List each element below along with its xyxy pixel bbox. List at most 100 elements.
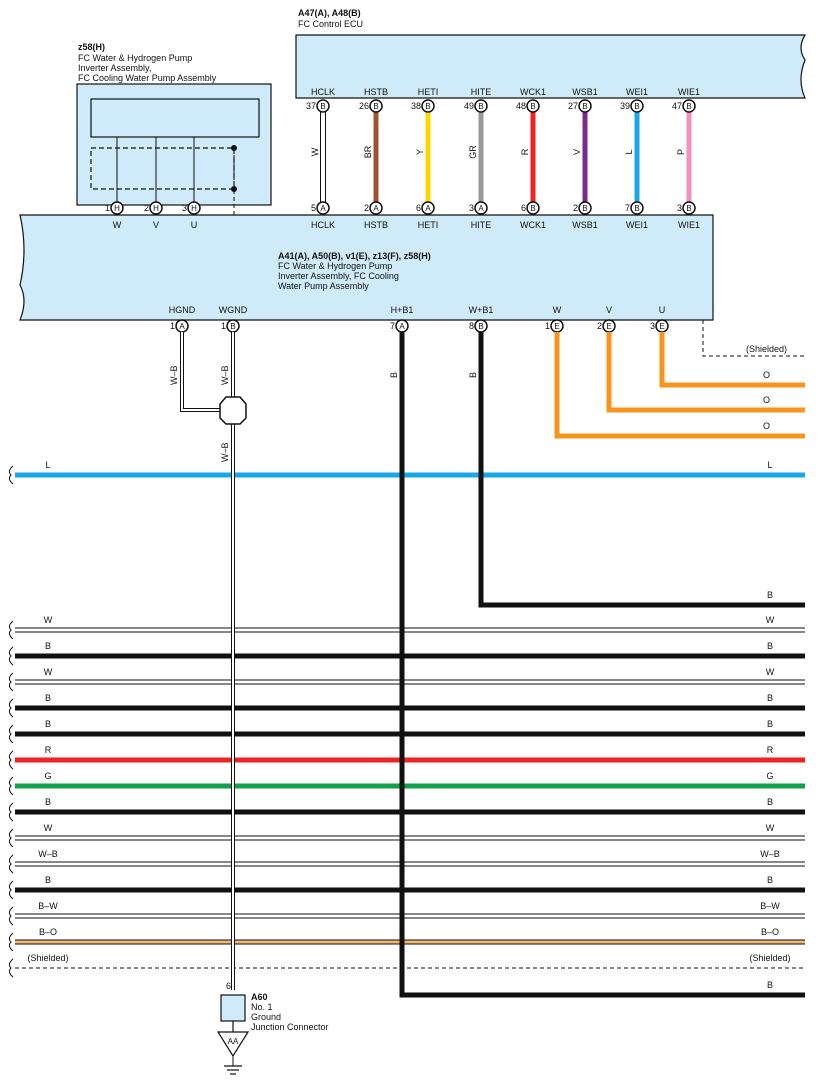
bus-label-left: G	[44, 771, 51, 781]
bottom-pin-conn: A	[179, 322, 185, 331]
pump-id: z58(H)	[78, 42, 105, 52]
w-b1-color: B	[468, 372, 478, 378]
wire-color-label: BR	[363, 145, 373, 158]
bus-label-left: B–O	[39, 927, 57, 937]
bottom-pin-num: 7	[390, 321, 395, 331]
inverter-top-pin-num: 7	[625, 203, 630, 213]
ecu-ids: A47(A), A48(B)	[298, 8, 361, 18]
ecu-pin-conn: B	[320, 102, 325, 111]
bottom-pin-name: WGND	[219, 305, 248, 315]
bus-label-right: B	[767, 797, 773, 807]
bottom-pin-conn: A	[399, 322, 405, 331]
bus-label-left: (Shielded)	[27, 953, 68, 963]
bottom-pin-num: 3	[650, 321, 655, 331]
pump-pin-conn: H	[191, 204, 197, 213]
inverter-top-pin-num: 6	[521, 203, 526, 213]
wire-color-label: V	[572, 149, 582, 155]
inverter-top-pin-num: 2	[364, 203, 369, 213]
bottom-pin-conn: E	[554, 322, 559, 331]
bottom-pin-name: W	[553, 305, 562, 315]
bus-label-left: B	[45, 693, 51, 703]
bus-label-right: W	[766, 667, 775, 677]
junction-name-2: Ground	[251, 1012, 281, 1022]
bus-label-left: W	[44, 615, 53, 625]
bottom-pin-conn: B	[478, 322, 483, 331]
bus-label-right: B	[767, 641, 773, 651]
wire-color-label: W	[310, 147, 320, 156]
bus-label-right: L	[767, 460, 772, 470]
bottom-pin-name: H+B1	[391, 305, 414, 315]
bus-label-right: W	[766, 823, 775, 833]
bottom-pin-name: HGND	[169, 305, 196, 315]
inverter-top-pin-conn: B	[634, 204, 639, 213]
pump-pin-name: W	[113, 220, 122, 230]
ecu-pin-circle	[474, 99, 488, 113]
bottom-pin-name: V	[606, 305, 612, 315]
ecu-pin-circle	[578, 99, 592, 113]
bus-label-right: B	[767, 719, 773, 729]
ecu-pin-conn: B	[582, 102, 587, 111]
break-mark	[8, 958, 14, 978]
pump-pin-conn: H	[153, 204, 159, 213]
bus-label-right: W–B	[760, 849, 780, 859]
inverter-top-pin-circle	[630, 201, 644, 215]
junction-name-1: No. 1	[251, 1002, 273, 1012]
hgnd-color: W–B	[169, 365, 179, 385]
bottom-pin-conn: B	[230, 322, 235, 331]
inverter-top-pin-num: 3	[677, 203, 682, 213]
ecu-pin-name: HSTB	[364, 87, 388, 97]
bus-label-left: B–W	[38, 901, 58, 911]
bottom-pin-num: 2	[597, 321, 602, 331]
ecu-pin-conn: B	[373, 102, 378, 111]
bus-label-left: W–B	[38, 849, 58, 859]
inverter-top-pin-name: WIE1	[678, 220, 700, 230]
ecu-pin-circle	[421, 99, 435, 113]
inverter-top-pin-name: HCLK	[311, 220, 335, 230]
inverter-name-1: FC Water & Hydrogen Pump	[278, 261, 392, 271]
break-mark	[8, 906, 14, 926]
ecu-pin-conn: B	[425, 102, 430, 111]
inverter-top-pin-conn: B	[530, 204, 535, 213]
bus-label-left: W	[44, 667, 53, 677]
bus-label-right: B	[767, 590, 773, 600]
bottom-pin-conn: E	[606, 322, 611, 331]
ecu-pin-num: 39	[620, 101, 630, 111]
inverter-name-3: Water Pump Assembly	[278, 281, 369, 291]
bus-label-left: B	[45, 641, 51, 651]
inverter-top-pin-num: 6	[416, 203, 421, 213]
bus-label-right: W	[766, 615, 775, 625]
ecu-name: FC Control ECU	[298, 19, 363, 29]
bus-label-left: B	[45, 719, 51, 729]
ecu-pin-circle	[630, 99, 644, 113]
inverter-top-pin-circle	[474, 201, 488, 215]
shield-line-top	[702, 320, 805, 357]
break-mark	[8, 646, 14, 666]
inverter-top-pin-circle	[682, 201, 696, 215]
ecu-pin-name: WEI1	[626, 87, 648, 97]
pump-pin-num: 2	[144, 203, 149, 213]
wire-color-label: R	[520, 148, 530, 155]
pump-assembly: z58(H) FC Water & Hydrogen Pump Inverter…	[76, 42, 272, 215]
motor-u-label: O	[763, 370, 770, 380]
bottom-pin-name: W+B1	[469, 305, 494, 315]
ecu-pin-num: 27	[568, 101, 578, 111]
ecu-pin-name: WSB1	[572, 87, 598, 97]
junction-id: A60	[251, 992, 268, 1002]
ecu-pin-circle	[316, 99, 330, 113]
h-b1-color: B	[389, 372, 399, 378]
bus-label-right: B	[767, 693, 773, 703]
ecu-pin-conn: B	[634, 102, 639, 111]
inverter-top-pin-conn: A	[320, 204, 326, 213]
inverter-top-pin-name: HSTB	[364, 220, 388, 230]
bottom-pin-num: 1	[545, 321, 550, 331]
bottom-pin-num: 1	[221, 321, 226, 331]
ecu-pin-conn: B	[686, 102, 691, 111]
bus-label-left: L	[45, 460, 50, 470]
bus-label-right: B–W	[760, 901, 780, 911]
ecu-pin-num: 38	[411, 101, 421, 111]
inverter-ids: A41(A), A50(B), v1(E), z13(F), z58(H)	[278, 251, 431, 261]
pump-pin-circle	[187, 201, 201, 215]
